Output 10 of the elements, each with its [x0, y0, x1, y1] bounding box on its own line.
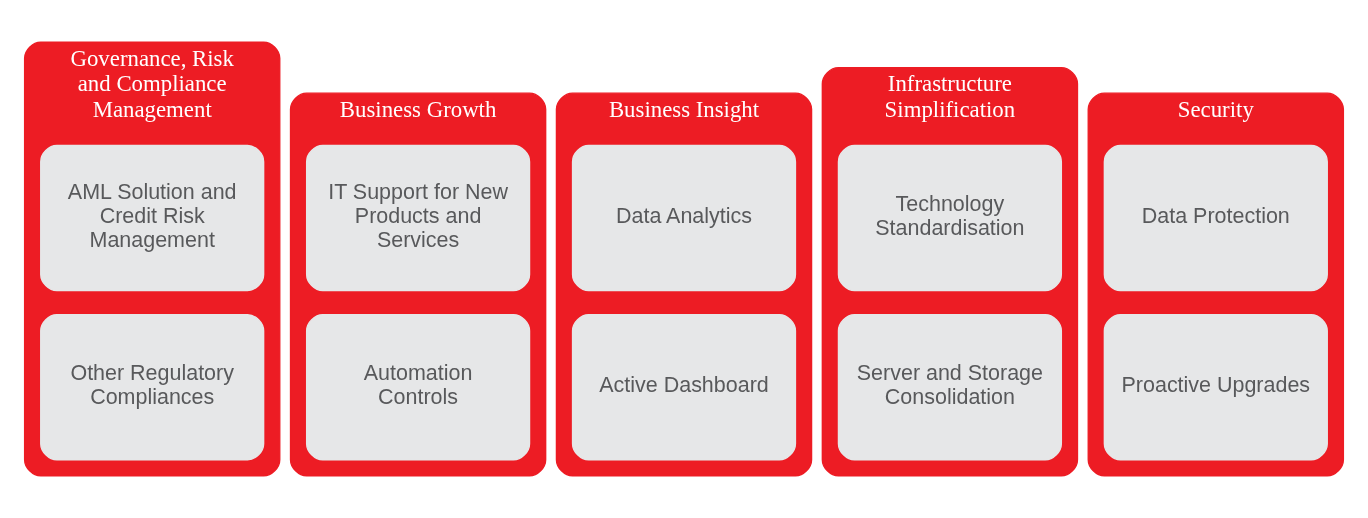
node-box: Other Regulatory Compliances [40, 314, 265, 461]
node-box: Technology Standardisation [837, 144, 1063, 292]
node-box: AML Solution and Credit Risk Management [40, 144, 265, 292]
node-box: Data Analytics [571, 144, 797, 292]
node-box: IT Support for New Products and Services [305, 144, 531, 292]
node-box: Active Dashboard [571, 314, 797, 461]
node-box: Data Protection [1103, 144, 1328, 292]
node-box: Server and Storage Consolidation [837, 314, 1063, 461]
node-box: Automation Controls [305, 314, 531, 461]
node-box: Proactive Upgrades [1103, 314, 1328, 461]
